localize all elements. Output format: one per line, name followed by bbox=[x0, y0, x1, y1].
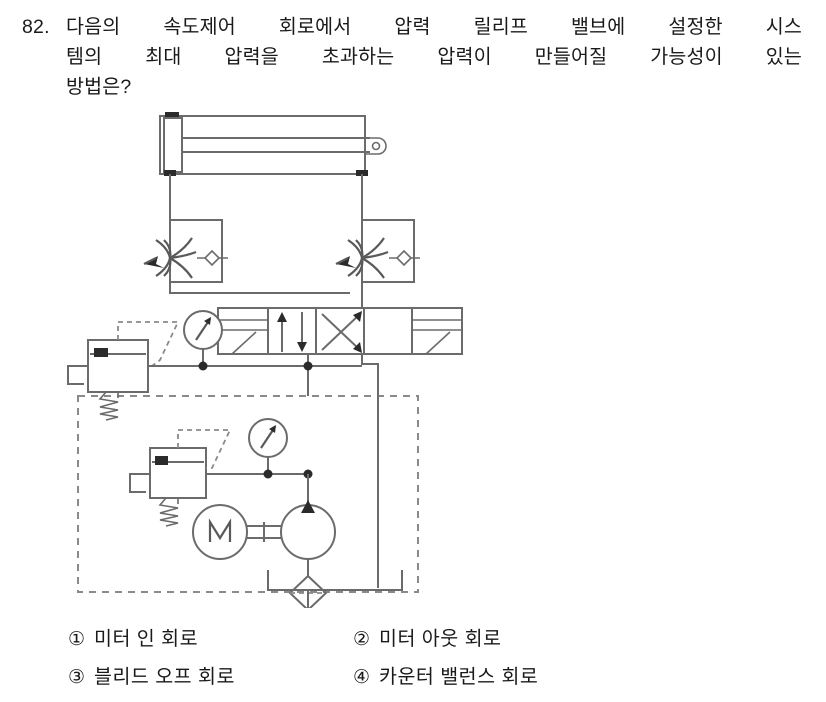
option-2-marker: ② bbox=[353, 628, 371, 650]
cylinder-rod-end bbox=[365, 137, 387, 155]
option-1[interactable]: ① 미터 인 회로 bbox=[68, 624, 353, 654]
fcv-left-throttle-arm2 bbox=[169, 257, 193, 279]
options-row-1: ① 미터 인 회로 ② 미터 아웃 회로 bbox=[68, 620, 768, 658]
question-text-line-1: 다음의 속도제어 회로에서 압력 릴리프 밸브에 설정한 시스 bbox=[66, 16, 802, 38]
question-line-1: 82. 다음의 속도제어 회로에서 압력 릴리프 밸브에 설정한 시스 bbox=[22, 12, 802, 42]
option-1-label: 미터 인 회로 bbox=[94, 628, 199, 650]
fcv-left-throttle-arm3 bbox=[169, 250, 197, 260]
option-1-marker: ① bbox=[68, 628, 86, 650]
pump-body bbox=[280, 504, 336, 560]
fcv-right-adjust-stem bbox=[335, 257, 349, 265]
pump-flow-arrow bbox=[301, 500, 315, 513]
circuit-svg: .ln { stroke:#6b6b6b; stroke-width:2; fi… bbox=[67, 112, 463, 608]
fcv-right-adjust-arrow bbox=[336, 256, 356, 268]
flow-control-valve-right bbox=[335, 219, 420, 283]
relief-upper-body bbox=[87, 339, 149, 393]
dcv-posB-cross2 bbox=[321, 313, 361, 351]
reservoir-tank bbox=[267, 570, 403, 608]
option-3[interactable]: ③ 블리드 오프 회로 bbox=[68, 662, 353, 692]
question-line-2: 템의 최대 압력을 초과하는 압력이 만들어질 가능성이 있는 bbox=[22, 42, 802, 72]
dcv-right-actuator-lever bbox=[425, 331, 451, 355]
junction-dot-lower-gauge bbox=[263, 469, 273, 479]
dcv-position-dividers bbox=[267, 308, 413, 354]
cylinder-barrel bbox=[159, 115, 366, 175]
line-fcv-left-to-dcv bbox=[169, 282, 350, 294]
hydraulic-pump bbox=[280, 500, 336, 560]
answer-options: ① 미터 인 회로 ② 미터 아웃 회로 ③ 블리드 오프 회로 ④ 카운터 밸… bbox=[68, 620, 768, 696]
flow-control-valve-left bbox=[143, 219, 228, 283]
relief-upper-pilot-line bbox=[117, 321, 180, 367]
cylinder-port-left bbox=[164, 170, 176, 176]
line-dcv-tank-return bbox=[361, 354, 379, 588]
fcv-right-throttle-arm3 bbox=[361, 250, 389, 260]
dcv-left-actuator-lever bbox=[231, 331, 257, 355]
question-block: 82. 다음의 속도제어 회로에서 압력 릴리프 밸브에 설정한 시스 템의 최… bbox=[22, 12, 802, 102]
dcv-posB-arrow2-head bbox=[353, 342, 362, 353]
option-3-label: 블리드 오프 회로 bbox=[94, 666, 235, 688]
power-unit-boundary bbox=[77, 395, 419, 593]
cylinder-port-right bbox=[356, 170, 368, 176]
relief-valve-lower bbox=[129, 429, 232, 527]
motor-letter-M bbox=[208, 518, 232, 542]
relief-valve-upper bbox=[67, 321, 180, 421]
option-2[interactable]: ② 미터 아웃 회로 bbox=[353, 624, 501, 654]
pressure-gauge-lower bbox=[248, 418, 288, 474]
dcv-posA-arrow2-head bbox=[297, 342, 307, 352]
fcv-right-body bbox=[361, 219, 415, 283]
dcv-posA-arrow1-head bbox=[277, 312, 287, 322]
electric-motor bbox=[192, 504, 248, 560]
filter-diamond bbox=[288, 574, 328, 608]
dcv-left-actuator-lines bbox=[218, 319, 268, 331]
question-number: 82. bbox=[22, 16, 50, 38]
fcv-left-adjust-arrow bbox=[144, 256, 164, 268]
relief-upper-flow-arrow bbox=[94, 348, 108, 357]
relief-lower-drain bbox=[129, 473, 150, 493]
gauge-lower-needle-tip bbox=[269, 425, 276, 433]
cylinder-port-top bbox=[165, 112, 179, 117]
junction-dot-upper-gauge bbox=[198, 361, 208, 371]
relief-lower-pilot-line bbox=[177, 429, 232, 469]
option-2-label: 미터 아웃 회로 bbox=[379, 628, 502, 650]
tank-outline bbox=[267, 570, 403, 591]
dcv-right-actuator-lines bbox=[412, 319, 462, 331]
option-4-label: 카운터 밸런스 회로 bbox=[379, 666, 539, 688]
relief-lower-body bbox=[149, 447, 207, 499]
question-text-line-2: 템의 최대 압력을 초과하는 압력이 만들어질 가능성이 있는 bbox=[66, 46, 802, 68]
rod-eye bbox=[371, 141, 381, 151]
dcv-posB-arrow1-head bbox=[353, 311, 362, 322]
options-row-2: ③ 블리드 오프 회로 ④ 카운터 밸런스 회로 bbox=[68, 658, 768, 696]
relief-upper-drain bbox=[67, 365, 88, 385]
directional-control-valve bbox=[217, 307, 463, 355]
question-line-3: 방법은? bbox=[22, 72, 802, 102]
fcv-right-throttle-arm2 bbox=[361, 257, 385, 279]
junction-dot-upper-pressure bbox=[303, 361, 313, 371]
hydraulic-circuit-diagram: .ln { stroke:#6b6b6b; stroke-width:2; fi… bbox=[60, 108, 490, 608]
option-4[interactable]: ④ 카운터 밸런스 회로 bbox=[353, 662, 538, 692]
fcv-left-body bbox=[169, 219, 223, 283]
cylinder-piston bbox=[163, 117, 183, 173]
fcv-left-adjust-stem bbox=[143, 257, 157, 265]
relief-upper-spring bbox=[98, 391, 119, 421]
fcv-left-check-valve bbox=[203, 249, 221, 267]
relief-lower-spring bbox=[158, 497, 179, 527]
relief-lower-flow-arrow bbox=[155, 456, 168, 465]
motor-body bbox=[192, 504, 248, 560]
option-4-marker: ④ bbox=[353, 666, 371, 688]
fcv-right-check-valve bbox=[395, 249, 413, 267]
question-text-line-3: 방법은? bbox=[66, 76, 132, 98]
option-3-marker: ③ bbox=[68, 666, 86, 688]
gauge-upper-needle-tip bbox=[204, 317, 211, 325]
double-acting-cylinder bbox=[159, 112, 387, 176]
pressure-gauge-upper bbox=[183, 310, 223, 366]
